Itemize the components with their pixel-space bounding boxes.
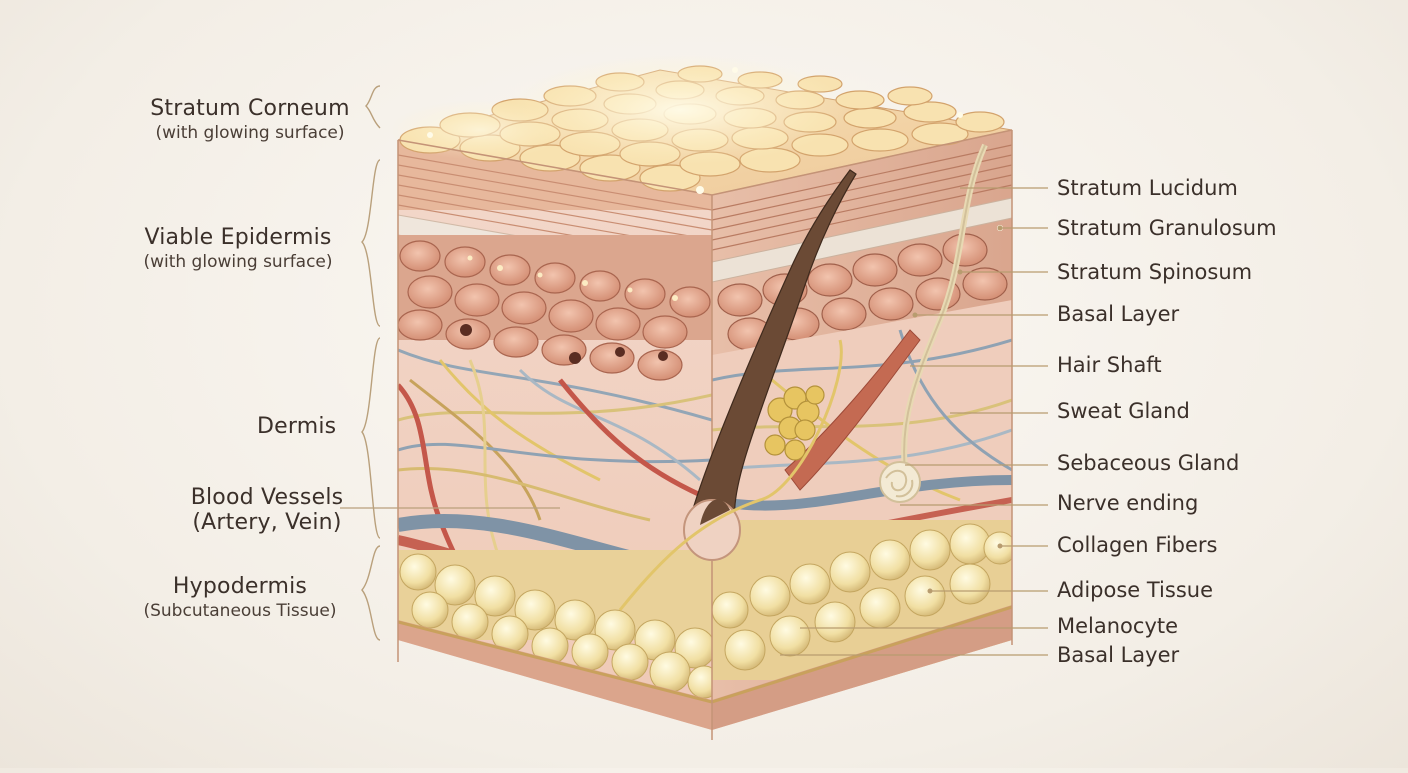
label-nerve-ending: Nerve ending	[1057, 491, 1199, 515]
sweat-gland-coil	[879, 144, 986, 503]
label-hypodermis: Hypodermis (Subcutaneous Tissue)	[120, 574, 360, 621]
label-melanocyte: Melanocyte	[1057, 614, 1179, 638]
label-adipose-tissue: Adipose Tissue	[1057, 578, 1214, 602]
label-main: Dermis	[257, 414, 337, 439]
label-basal-layer-top: Basal Layer	[1057, 302, 1180, 326]
label-stratum-corneum: Stratum Corneum (with glowing surface)	[130, 96, 370, 143]
label-main: Viable Epidermis	[144, 225, 332, 250]
label-sub: (with glowing surface)	[155, 123, 345, 143]
label-basal-layer-bottom: Basal Layer	[1057, 643, 1180, 667]
label-collagen-fibers: Collagen Fibers	[1057, 533, 1218, 557]
label-sub: (with glowing surface)	[143, 252, 333, 272]
front-face	[398, 140, 712, 730]
label-hair-shaft: Hair Shaft	[1057, 353, 1162, 377]
label-main: Hypodermis	[172, 574, 308, 599]
label-sub: (Artery, Vein)	[192, 510, 342, 535]
nerve-ending	[618, 339, 843, 611]
label-stratum-granulosum: Stratum Granulosum	[1057, 216, 1277, 240]
label-blood-vessels: Blood Vessels (Artery, Vein)	[147, 485, 387, 535]
label-main: Blood Vessels	[190, 485, 344, 510]
sebaceous-gland	[764, 385, 825, 461]
side-face	[712, 130, 1012, 730]
top-face	[390, 55, 1013, 196]
label-sub: (Subcutaneous Tissue)	[143, 601, 337, 621]
label-viable-epidermis: Viable Epidermis (with glowing surface)	[118, 225, 358, 272]
leader-dots	[912, 225, 1003, 594]
right-leaders	[780, 187, 1048, 656]
left-brackets	[361, 85, 381, 641]
label-dermis: Dermis	[177, 414, 417, 439]
label-stratum-lucidum: Stratum Lucidum	[1057, 176, 1238, 200]
label-main: Stratum Corneum	[150, 96, 350, 121]
label-stratum-spinosum: Stratum Spinosum	[1057, 260, 1253, 284]
cube-edges	[397, 129, 1013, 740]
label-sebaceous-gland: Sebaceous Gland	[1057, 451, 1240, 475]
label-sweat-gland: Sweat Gland	[1057, 399, 1190, 423]
